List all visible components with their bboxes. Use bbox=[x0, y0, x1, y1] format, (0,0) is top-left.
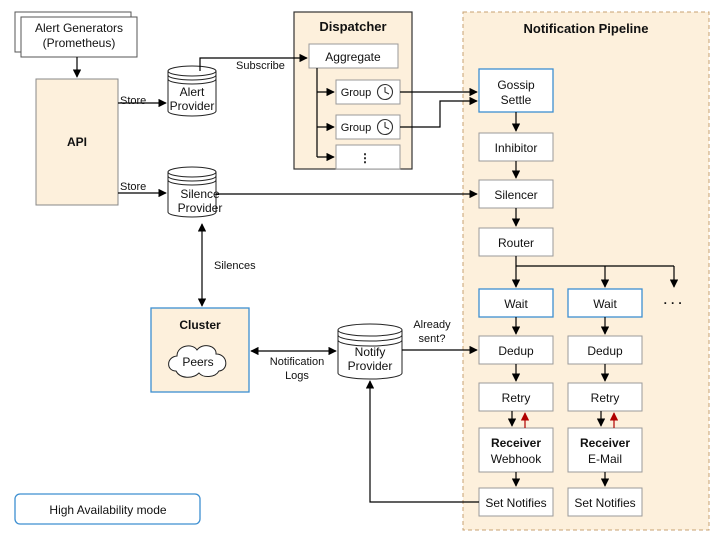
notify-provider-label-2: Provider bbox=[348, 359, 393, 373]
alert-generators-label-2: (Prometheus) bbox=[43, 36, 116, 50]
alert-provider-db: Alert Provider bbox=[167, 65, 217, 117]
api-label: API bbox=[67, 135, 87, 149]
peers-cloud-icon bbox=[168, 345, 227, 378]
receiver-type-2: E-Mail bbox=[588, 452, 622, 466]
aggregate-label: Aggregate bbox=[325, 50, 381, 64]
dedup-box-1 bbox=[478, 335, 554, 365]
set-notifies-box-1 bbox=[478, 487, 554, 517]
wait-box-1 bbox=[478, 288, 554, 318]
ha-mode-box bbox=[14, 493, 201, 525]
clock-icon bbox=[376, 118, 394, 136]
gossip-settle-label-2: Settle bbox=[501, 93, 532, 107]
wait-label-2: Wait bbox=[593, 297, 617, 311]
silence-provider-label-1: Silence bbox=[180, 187, 220, 201]
gossip-settle-box bbox=[478, 68, 554, 113]
router-label: Router bbox=[498, 236, 534, 250]
arrow-alert-provider-to-aggregate bbox=[199, 53, 308, 71]
already-sent-label-1: Already bbox=[413, 319, 451, 331]
arrow-group-2-to-gossip bbox=[400, 96, 478, 128]
pipeline-title: Notification Pipeline bbox=[524, 21, 649, 36]
store-silences-label: Store bbox=[120, 181, 146, 193]
dedup-label-1: Dedup bbox=[498, 344, 534, 358]
api-node: API bbox=[35, 78, 119, 206]
subscribe-label: Subscribe bbox=[236, 60, 285, 72]
receiver-label-2: Receiver bbox=[580, 436, 630, 450]
set-notifies-box-2 bbox=[567, 487, 643, 517]
set-notifies-label-1: Set Notifies bbox=[485, 496, 546, 510]
router-box bbox=[478, 227, 554, 257]
dedup-label-2: Dedup bbox=[587, 344, 623, 358]
notify-provider-db: Notify Provider bbox=[337, 323, 403, 380]
store-alerts-label: Store bbox=[120, 95, 146, 107]
wait-box-2 bbox=[567, 288, 643, 318]
retry-box-2 bbox=[567, 382, 643, 412]
arrow-set-notifies-to-notify-provider bbox=[365, 380, 479, 503]
inhibitor-box bbox=[478, 132, 554, 162]
wait-label-1: Wait bbox=[504, 297, 528, 311]
set-notifies-label-2: Set Notifies bbox=[574, 496, 635, 510]
notification-logs-label-1: Notification bbox=[270, 356, 324, 368]
silence-provider-db: Silence Provider bbox=[167, 166, 223, 218]
alert-provider-label-2: Provider bbox=[170, 99, 215, 113]
notify-provider-label-1: Notify bbox=[355, 345, 386, 359]
dispatcher-title: Dispatcher bbox=[319, 19, 386, 34]
receiver-box-1 bbox=[478, 427, 554, 473]
routes-more-label: · · · bbox=[664, 296, 683, 310]
retry-label-2: Retry bbox=[591, 391, 620, 405]
cluster-title: Cluster bbox=[179, 318, 221, 332]
aggregate-box bbox=[308, 43, 399, 69]
group-box-2: Group bbox=[335, 114, 401, 140]
group-label-1: Group bbox=[341, 87, 372, 99]
group-box-1: Group bbox=[335, 79, 401, 105]
receiver-label-1: Receiver bbox=[491, 436, 541, 450]
silence-provider-label-2: Provider bbox=[178, 201, 223, 215]
retry-label-1: Retry bbox=[502, 391, 531, 405]
notification-logs-label-2: Logs bbox=[285, 370, 309, 382]
peers-label: Peers bbox=[182, 355, 213, 369]
receiver-box-2 bbox=[567, 427, 643, 473]
gossip-settle-label-1: Gossip bbox=[497, 78, 535, 92]
already-sent-label-2: sent? bbox=[419, 333, 446, 345]
ha-mode-label: High Availability mode bbox=[49, 503, 167, 517]
dispatcher-more-label: ⋮ bbox=[359, 151, 371, 165]
group-label-2: Group bbox=[341, 122, 372, 134]
alert-generators-node: Alert Generators (Prometheus) bbox=[14, 11, 138, 58]
alert-provider-label-1: Alert bbox=[180, 85, 205, 99]
inhibitor-label: Inhibitor bbox=[495, 141, 538, 155]
dispatcher-more-box bbox=[335, 144, 401, 170]
receiver-type-1: Webhook bbox=[491, 452, 542, 466]
alert-generators-label-1: Alert Generators bbox=[35, 21, 123, 35]
silences-label: Silences bbox=[214, 260, 256, 272]
retry-box-1 bbox=[478, 382, 554, 412]
silencer-label: Silencer bbox=[494, 188, 537, 202]
clock-icon bbox=[376, 83, 394, 101]
